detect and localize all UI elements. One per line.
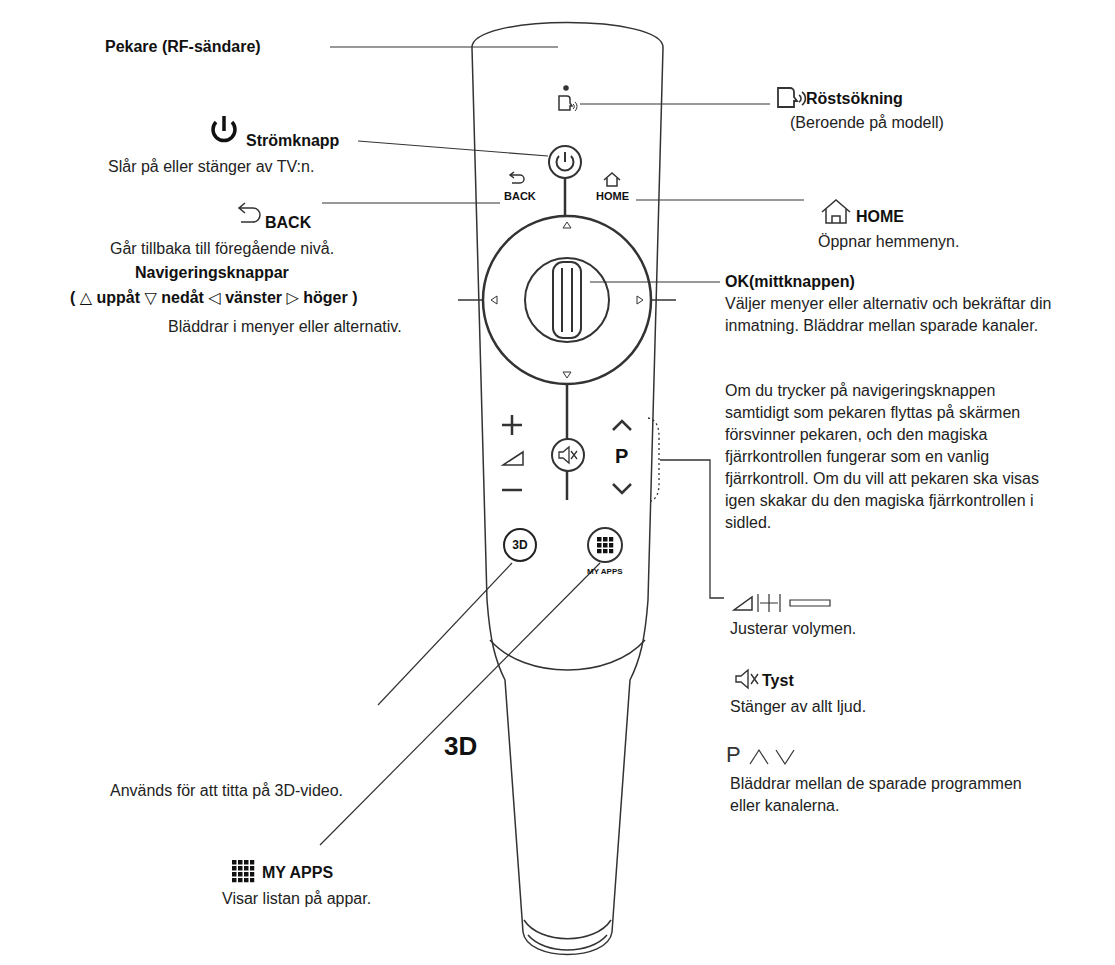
part-label: Strömknapp: [246, 130, 339, 152]
part-label: OK(mittknappen): [725, 271, 855, 293]
direction-legend: ( △ uppåt ▽ nedåt ◁ vänster ▷ höger ): [70, 287, 357, 309]
note-text: (Beroende på modell): [790, 112, 944, 134]
part-icon-text: 3D: [442, 731, 479, 761]
description-text: Om du trycker på navigeringsknappen samt…: [725, 380, 1055, 534]
description-text: Justerar volymen.: [730, 618, 856, 640]
button-label: MY APPS: [587, 567, 623, 577]
description-text: Slår på eller stänger av TV:n.: [108, 156, 314, 178]
button-text: 3D: [512, 538, 527, 552]
button-label: P: [615, 444, 628, 468]
description-text: Bläddrar mellan de sparade programmen el…: [730, 773, 1030, 817]
description-text: Stänger av allt ljud.: [730, 696, 866, 718]
part-label: BACK: [265, 212, 311, 234]
part-label: Tyst: [762, 670, 794, 692]
description-text: Bläddrar i menyer eller alternativ.: [168, 316, 402, 338]
description-text: Används för att titta på 3D-video.: [110, 780, 343, 802]
round-button: 3D: [503, 528, 537, 562]
description-text: Öppnar hemmenyn.: [818, 231, 959, 253]
part-label: HOME: [856, 206, 904, 228]
description-text: Går tillbaka till föregående nivå.: [110, 238, 334, 260]
button-label: HOME: [596, 190, 629, 203]
button-label: BACK: [504, 190, 536, 203]
description-text: Visar listan på appar.: [222, 888, 371, 910]
part-label: P: [726, 742, 741, 768]
part-label: Röstsökning: [806, 88, 903, 110]
part-label: MY APPS: [262, 862, 333, 884]
description-text: Väljer menyer eller alternativ och bekrä…: [725, 293, 1055, 337]
part-label: Pekare (RF-sändare): [105, 36, 261, 58]
part-label: Navigeringsknappar: [135, 262, 289, 284]
